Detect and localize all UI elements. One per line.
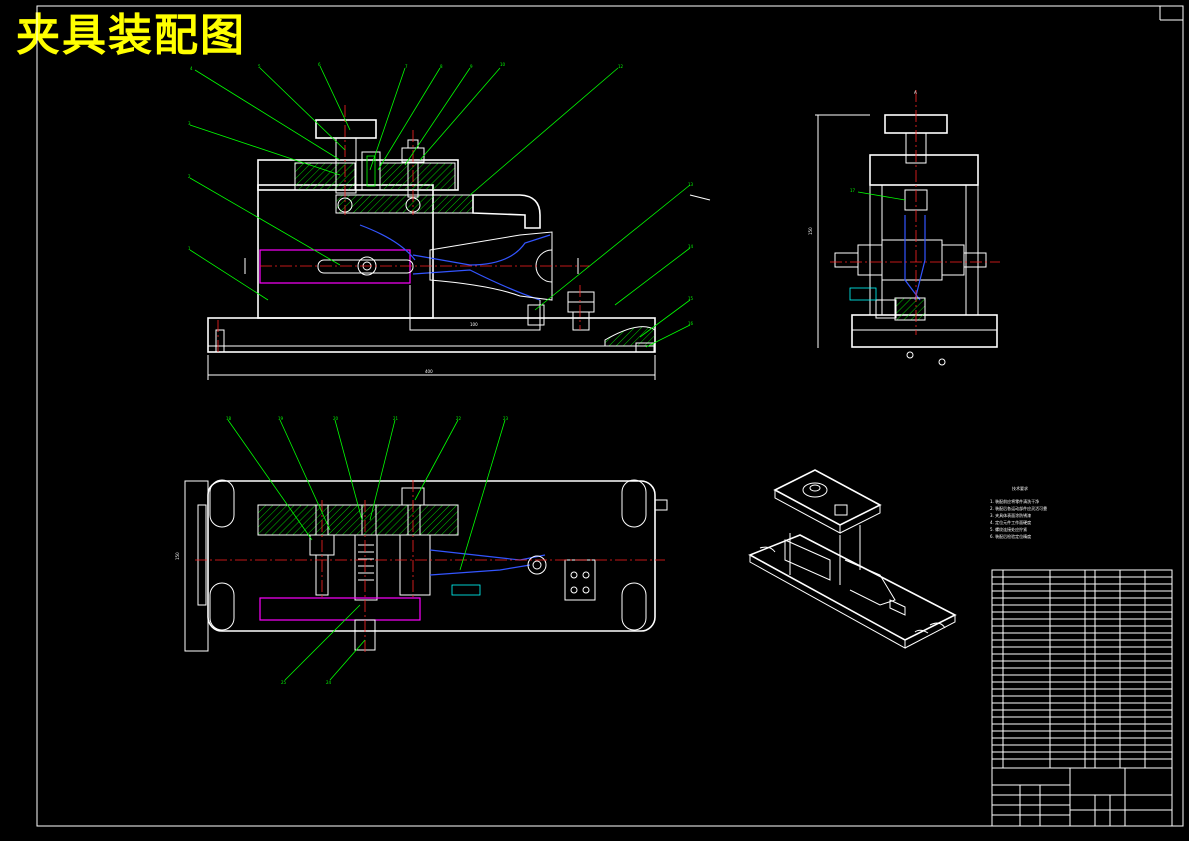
- svg-text:16: 16: [688, 321, 694, 326]
- svg-text:13: 13: [688, 182, 694, 187]
- svg-text:7: 7: [405, 64, 408, 69]
- svg-text:2. 装配后各运动部件应灵活可靠: 2. 装配后各运动部件应灵活可靠: [990, 505, 1047, 511]
- svg-text:14: 14: [688, 244, 694, 249]
- svg-text:100: 100: [470, 322, 478, 327]
- svg-text:400: 400: [425, 369, 433, 374]
- front-view: 400 100 4 5 6 7 8 9 10 12 3 2 1 13 14 15…: [188, 62, 711, 380]
- svg-text:1: 1: [188, 246, 191, 251]
- svg-text:3. 夹具体表面涂防锈漆: 3. 夹具体表面涂防锈漆: [990, 512, 1031, 518]
- parts-list: [991, 569, 1173, 769]
- svg-text:21: 21: [393, 416, 399, 421]
- svg-text:20: 20: [333, 416, 339, 421]
- svg-text:A: A: [914, 90, 917, 95]
- title-block: [991, 767, 1173, 827]
- svg-text:5: 5: [258, 64, 261, 69]
- svg-text:4. 定位元件工作面硬度: 4. 定位元件工作面硬度: [990, 519, 1031, 525]
- svg-text:12: 12: [618, 64, 624, 69]
- svg-text:1. 装配前应将零件清洗干净: 1. 装配前应将零件清洗干净: [990, 498, 1039, 504]
- isometric-view: [748, 469, 957, 649]
- svg-text:22: 22: [456, 416, 462, 421]
- svg-text:23: 23: [503, 416, 509, 421]
- technical-notes: 技术要求 1. 装配前应将零件清洗干净 2. 装配后各运动部件应灵活可靠 3. …: [990, 485, 1047, 539]
- svg-text:10: 10: [500, 62, 506, 67]
- svg-text:4: 4: [190, 66, 193, 71]
- svg-text:150: 150: [175, 552, 180, 560]
- svg-text:17: 17: [850, 188, 856, 193]
- drawing-title: 夹具装配图: [16, 10, 246, 61]
- drawing-frame: [36, 5, 1184, 827]
- svg-text:3: 3: [188, 121, 191, 126]
- svg-text:6: 6: [318, 62, 321, 67]
- side-view: 150 17 A: [808, 90, 1000, 366]
- svg-text:19: 19: [278, 416, 284, 421]
- svg-text:8: 8: [440, 64, 443, 69]
- svg-text:15: 15: [688, 296, 694, 301]
- svg-text:25: 25: [281, 680, 287, 685]
- svg-text:2: 2: [188, 174, 191, 179]
- top-view: 18 19 20 21 22 23 25 24 150: [175, 416, 668, 685]
- svg-text:150: 150: [808, 227, 813, 235]
- svg-text:9: 9: [470, 64, 473, 69]
- svg-text:技术要求: 技术要求: [1012, 485, 1028, 491]
- svg-text:24: 24: [326, 680, 332, 685]
- svg-text:5. 螺纹连接处应拧紧: 5. 螺纹连接处应拧紧: [990, 526, 1027, 532]
- svg-text:18: 18: [226, 416, 232, 421]
- svg-text:6. 装配后检验定位精度: 6. 装配后检验定位精度: [990, 533, 1031, 539]
